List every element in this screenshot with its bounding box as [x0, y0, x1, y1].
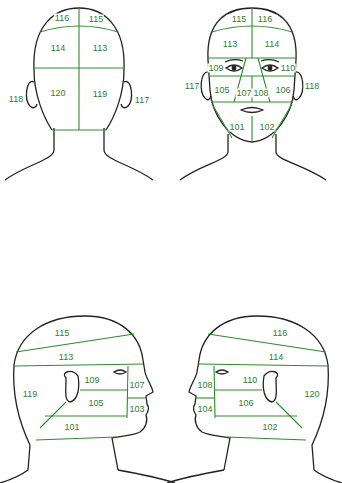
region-number: 120 — [49, 89, 66, 98]
region-line — [208, 334, 326, 352]
region-number: 106 — [237, 399, 254, 408]
region-line — [14, 364, 143, 366]
head-outline — [14, 316, 153, 470]
region-number: 106 — [274, 86, 291, 95]
eye — [262, 65, 278, 71]
eyebrow — [225, 60, 243, 62]
region-number: 108 — [252, 89, 269, 98]
region-number: 116 — [257, 15, 273, 24]
region-line — [40, 26, 118, 32]
region-line — [16, 334, 134, 352]
region-number: 118 — [304, 82, 320, 91]
region-number: 115 — [231, 15, 247, 24]
eye — [216, 370, 228, 374]
region-line — [34, 67, 124, 68]
region-number: 105 — [213, 86, 230, 95]
region-number: 101 — [63, 423, 80, 432]
profile-regions — [195, 334, 328, 440]
region-line — [199, 364, 328, 366]
neck-outline — [167, 470, 224, 483]
left-profile — [0, 316, 175, 483]
region-number: 118 — [8, 95, 24, 104]
region-number: 110 — [242, 376, 258, 385]
profile-outline — [0, 316, 175, 483]
region-line — [127, 397, 147, 398]
pupil — [268, 66, 272, 70]
region-line — [212, 26, 292, 32]
right-profile — [167, 316, 342, 483]
profile-regions — [14, 334, 147, 440]
eyebrow — [261, 60, 279, 62]
back-view-regions — [34, 8, 124, 130]
region-line — [45, 415, 127, 416]
region-line — [226, 437, 306, 440]
region-number: 116 — [272, 329, 288, 338]
head-outline — [189, 316, 328, 470]
region-line — [251, 8, 252, 58]
neck-outline — [312, 445, 342, 483]
region-line — [195, 397, 215, 398]
region-line — [251, 116, 252, 142]
region-number: 107 — [128, 381, 145, 390]
region-number: 117 — [134, 96, 150, 105]
region-number: 107 — [235, 89, 252, 98]
eye — [114, 370, 126, 374]
region-number: 102 — [258, 123, 275, 132]
region-number: 109 — [207, 64, 224, 73]
front-view-outline — [180, 8, 326, 180]
region-number: 114 — [264, 40, 280, 49]
region-line — [214, 366, 215, 418]
ear — [121, 82, 131, 108]
ear — [27, 82, 37, 108]
region-number: 108 — [196, 381, 213, 390]
region-number: 105 — [87, 399, 104, 408]
region-number: 115 — [54, 329, 70, 338]
region-number: 117 — [184, 82, 200, 91]
region-number: 103 — [128, 405, 145, 414]
head-outline — [208, 8, 296, 142]
neck-outline — [180, 134, 228, 180]
neck-outline — [104, 128, 153, 180]
pupil — [232, 66, 236, 70]
region-number: 116 — [54, 14, 70, 23]
region-number: 113 — [58, 353, 74, 362]
region-line — [214, 389, 262, 390]
region-line — [234, 58, 270, 102]
neck-outline — [276, 134, 326, 180]
eye — [226, 65, 242, 71]
region-line — [36, 437, 116, 440]
ear — [64, 372, 78, 402]
region-number: 101 — [228, 123, 245, 132]
region-line — [208, 57, 296, 58]
region-line — [52, 129, 106, 130]
region-number: 115 — [88, 15, 104, 24]
ear — [263, 372, 277, 402]
neck-outline — [5, 128, 54, 180]
neck-outline — [118, 470, 175, 483]
back-view-outline — [5, 8, 153, 180]
neck-outline — [0, 445, 30, 483]
region-number: 114 — [268, 353, 284, 362]
region-number: 119 — [22, 390, 38, 399]
region-line — [211, 101, 293, 102]
region-line — [215, 415, 297, 416]
region-number: 109 — [83, 376, 100, 385]
region-number: 114 — [50, 44, 66, 53]
region-number: 113 — [92, 44, 108, 53]
profile-outline — [167, 316, 342, 483]
region-line — [40, 402, 66, 428]
region-number: 119 — [92, 90, 108, 99]
region-line — [276, 402, 302, 428]
region-number: 120 — [303, 390, 320, 399]
region-number: 110 — [280, 64, 296, 73]
mouth — [241, 108, 263, 113]
head-outline — [34, 8, 124, 130]
front-view-regions — [208, 8, 296, 142]
region-line — [80, 389, 128, 390]
region-number: 102 — [261, 423, 278, 432]
region-number: 113 — [222, 40, 238, 49]
region-number: 104 — [196, 405, 213, 414]
